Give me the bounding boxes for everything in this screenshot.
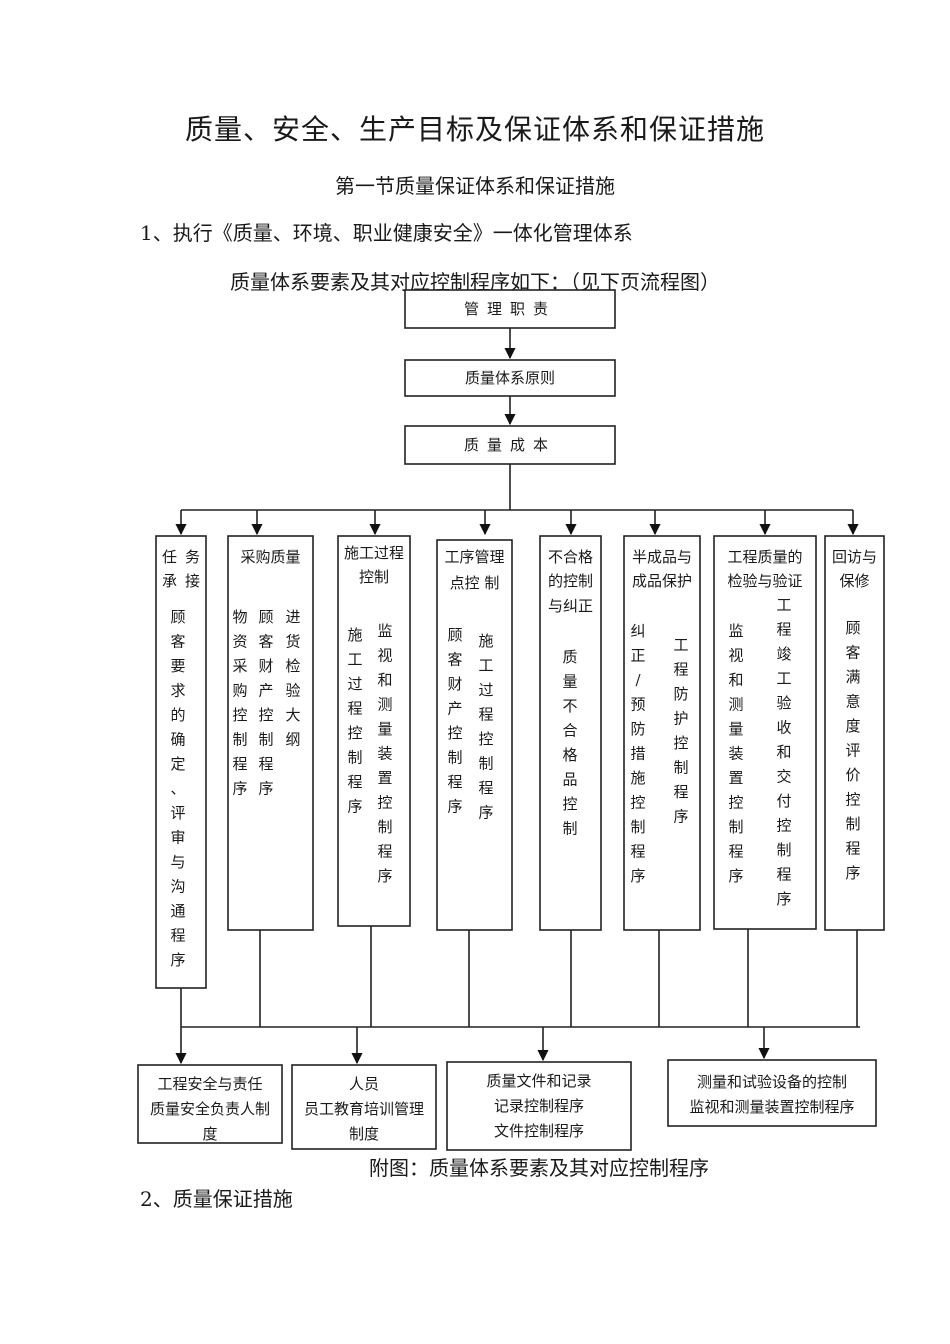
bottom-box-3-line-3: 文件控制程序 (494, 1122, 584, 1140)
flowchart-caption: 附图：质量体系要素及其对应控制程序 (369, 1156, 709, 1180)
element-procedure-4-1: 顾客财产控制程序 (447, 626, 462, 816)
bottom-box-4 (667, 1059, 877, 1127)
element-header-8-1: 回访与 (832, 548, 877, 566)
top-box-label-2: 质量体系原则 (465, 369, 555, 387)
bottom-box-3 (446, 1061, 632, 1151)
top-box-3 (404, 425, 616, 465)
element-procedure-7-1: 监视和测量装置控制程序 (728, 622, 743, 885)
element-header-8-2: 保修 (839, 572, 869, 590)
bottom-box-1-line-3: 度 (202, 1125, 217, 1143)
element-box-8 (824, 535, 885, 931)
top-box-1 (404, 289, 616, 329)
bottom-box-1-line-1: 工程安全与责任 (157, 1075, 262, 1093)
paragraph-management-system: 1、执行《质量、环境、职业健康安全》一体化管理体系 (140, 221, 633, 245)
bottom-box-4-line-1: 测量和试验设备的控制 (697, 1073, 847, 1091)
element-header-3-2: 控制 (359, 568, 389, 586)
element-header-5-1: 不合格 (548, 548, 593, 566)
element-box-3 (337, 535, 411, 927)
element-header-5-2: 的控制 (548, 572, 593, 590)
element-header-7-2: 检验与验证 (727, 572, 802, 590)
element-header-1-1: 任 (162, 548, 177, 566)
element-procedure-3-1: 施工过程控制程序 (347, 626, 362, 816)
bottom-box-2 (291, 1064, 437, 1150)
element-box-7 (713, 535, 817, 930)
bottom-box-2-line-2: 员工教育培训管理 (304, 1100, 424, 1118)
top-box-2 (404, 359, 616, 397)
element-procedure-5-1: 质量不合格品控制 (562, 648, 577, 838)
element-header-1-2b: 接 (185, 572, 200, 590)
element-procedure-1-1: 顾客要求的确定、评审与沟通程序 (170, 608, 185, 969)
bottom-box-1-line-2: 质量安全负责人制 (150, 1100, 270, 1118)
element-header-6-1: 半成品与 (632, 548, 692, 566)
element-box-4 (436, 539, 513, 931)
bottom-box-4-line-2: 监视和测量装置控制程序 (689, 1098, 854, 1116)
element-procedure-2-1: 物资采购控制程序 (232, 608, 247, 798)
bottom-box-1 (137, 1064, 283, 1144)
element-header-4-2: 点控 制 (450, 574, 500, 592)
element-procedure-2-2: 顾客财产控制程序 (258, 608, 273, 798)
bottom-box-3-line-2: 记录控制程序 (494, 1097, 584, 1115)
element-header-4-1: 工序管理 (444, 548, 504, 566)
element-box-1 (155, 535, 207, 989)
element-header-6-2: 成品保护 (632, 572, 692, 590)
element-procedure-4-2: 施工过程控制程序 (478, 632, 493, 822)
bottom-box-2-line-1: 人员 (349, 1075, 379, 1093)
element-procedure-8-1: 顾客满意度评价控制程序 (845, 619, 860, 882)
element-header-3-1: 施工过程 (344, 544, 404, 562)
paragraph-quality-measures: 2、质量保证措施 (140, 1187, 293, 1211)
top-box-label-3: 质量成本 (464, 436, 556, 454)
element-header-2-1: 采购质量 (240, 548, 300, 566)
element-box-5 (539, 535, 602, 931)
element-procedure-3-2: 监视和测量装置控制程序 (377, 622, 392, 885)
element-procedure-6-2: 工程防护控制程序 (673, 636, 688, 826)
element-box-6 (623, 535, 701, 931)
section-heading: 第一节质量保证体系和保证措施 (335, 174, 615, 198)
element-procedure-7-2: 工程竣工验收和交付控制程序 (776, 596, 791, 908)
top-box-label-1: 管理职责 (464, 300, 556, 318)
bottom-box-2-line-3: 制度 (349, 1125, 379, 1143)
element-header-1-2: 承 (162, 572, 177, 590)
bottom-box-3-line-1: 质量文件和记录 (486, 1072, 591, 1090)
element-header-1-1b: 务 (185, 548, 200, 566)
element-box-2 (227, 535, 314, 931)
element-procedure-2-3: 进货检验大纲 (285, 608, 300, 749)
document-title: 质量、安全、生产目标及保证体系和保证措施 (184, 113, 765, 146)
element-header-7-1: 工程质量的 (727, 548, 802, 566)
element-header-5-3: 与纠正 (548, 597, 593, 615)
element-procedure-6-1: 纠正/预防措施控制程序 (630, 622, 645, 885)
